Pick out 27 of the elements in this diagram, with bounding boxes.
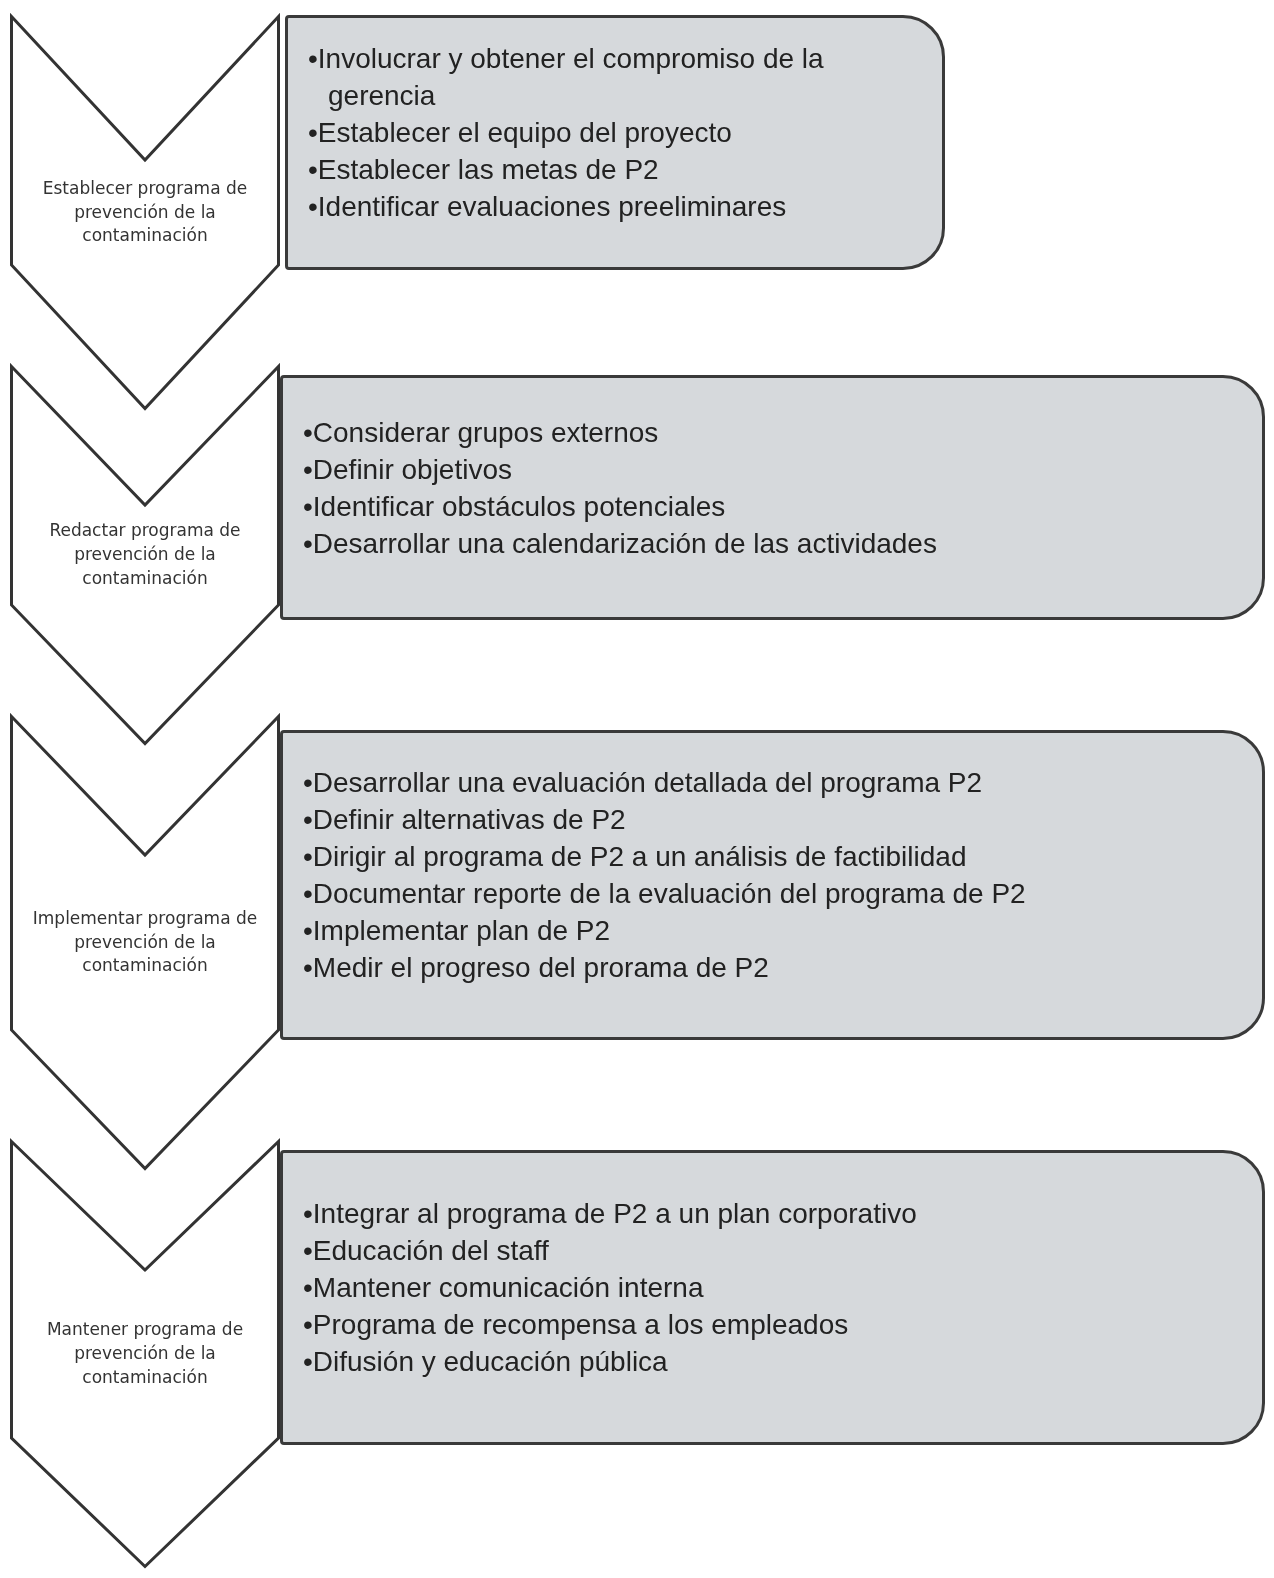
step-label: Redactar programa de prevención de la contaminación <box>48 519 242 590</box>
bullet-item: •Identificar obstáculos potenciales <box>303 489 727 524</box>
task-box <box>280 1150 1265 1445</box>
bullet-item: •Documentar reporte de la evaluación del programa de P2 <box>303 877 1027 911</box>
task-box <box>280 730 1265 1040</box>
task-box <box>285 15 945 270</box>
step-label: Establecer programa de prevención de la contaminación <box>41 176 249 248</box>
bullet-item: •Educación del staff <box>303 1234 550 1268</box>
task-box <box>280 375 1265 620</box>
bullet-item: •Considerar grupos externos <box>303 415 660 450</box>
bullet-item: •Establecer las metas de P2 <box>308 153 660 187</box>
bullet-item: •Medir el progreso del prorama de P2 <box>303 951 770 985</box>
bullet-item: •Implementar plan de P2 <box>303 914 612 948</box>
bullet-item: •Identificar evaluaciones preeliminares <box>308 190 788 224</box>
bullet-item: •Desarrollar una calendarización de las actividades <box>303 526 938 561</box>
bullet-item: •Desarrollar una evaluación detallada del programa P2 <box>303 766 984 800</box>
bullet-item: •Mantener comunicación interna <box>303 1271 705 1305</box>
bullet-item: •Dirigir al programa de P2 a un análisis de factibilidad <box>303 840 968 874</box>
bullet-item: •Definir alternativas de P2 <box>303 803 627 837</box>
bullet-item: •Involucrar y obtener el compromiso de la gerencia <box>308 42 825 113</box>
step-label: Mantener programa de prevención de la contaminación <box>45 1318 245 1389</box>
bullet-item: •Integrar al programa de P2 a un plan corporativo <box>303 1197 918 1231</box>
bullet-item: •Difusión y educación pública <box>303 1345 669 1379</box>
step-label: Implementar programa de prevención de la contaminación <box>31 906 259 978</box>
bullet-item: •Programa de recompensa a los empleados <box>303 1308 850 1342</box>
bullet-item: •Establecer el equipo del proyecto <box>308 116 733 150</box>
bullet-item: •Definir objetivos <box>303 452 513 487</box>
